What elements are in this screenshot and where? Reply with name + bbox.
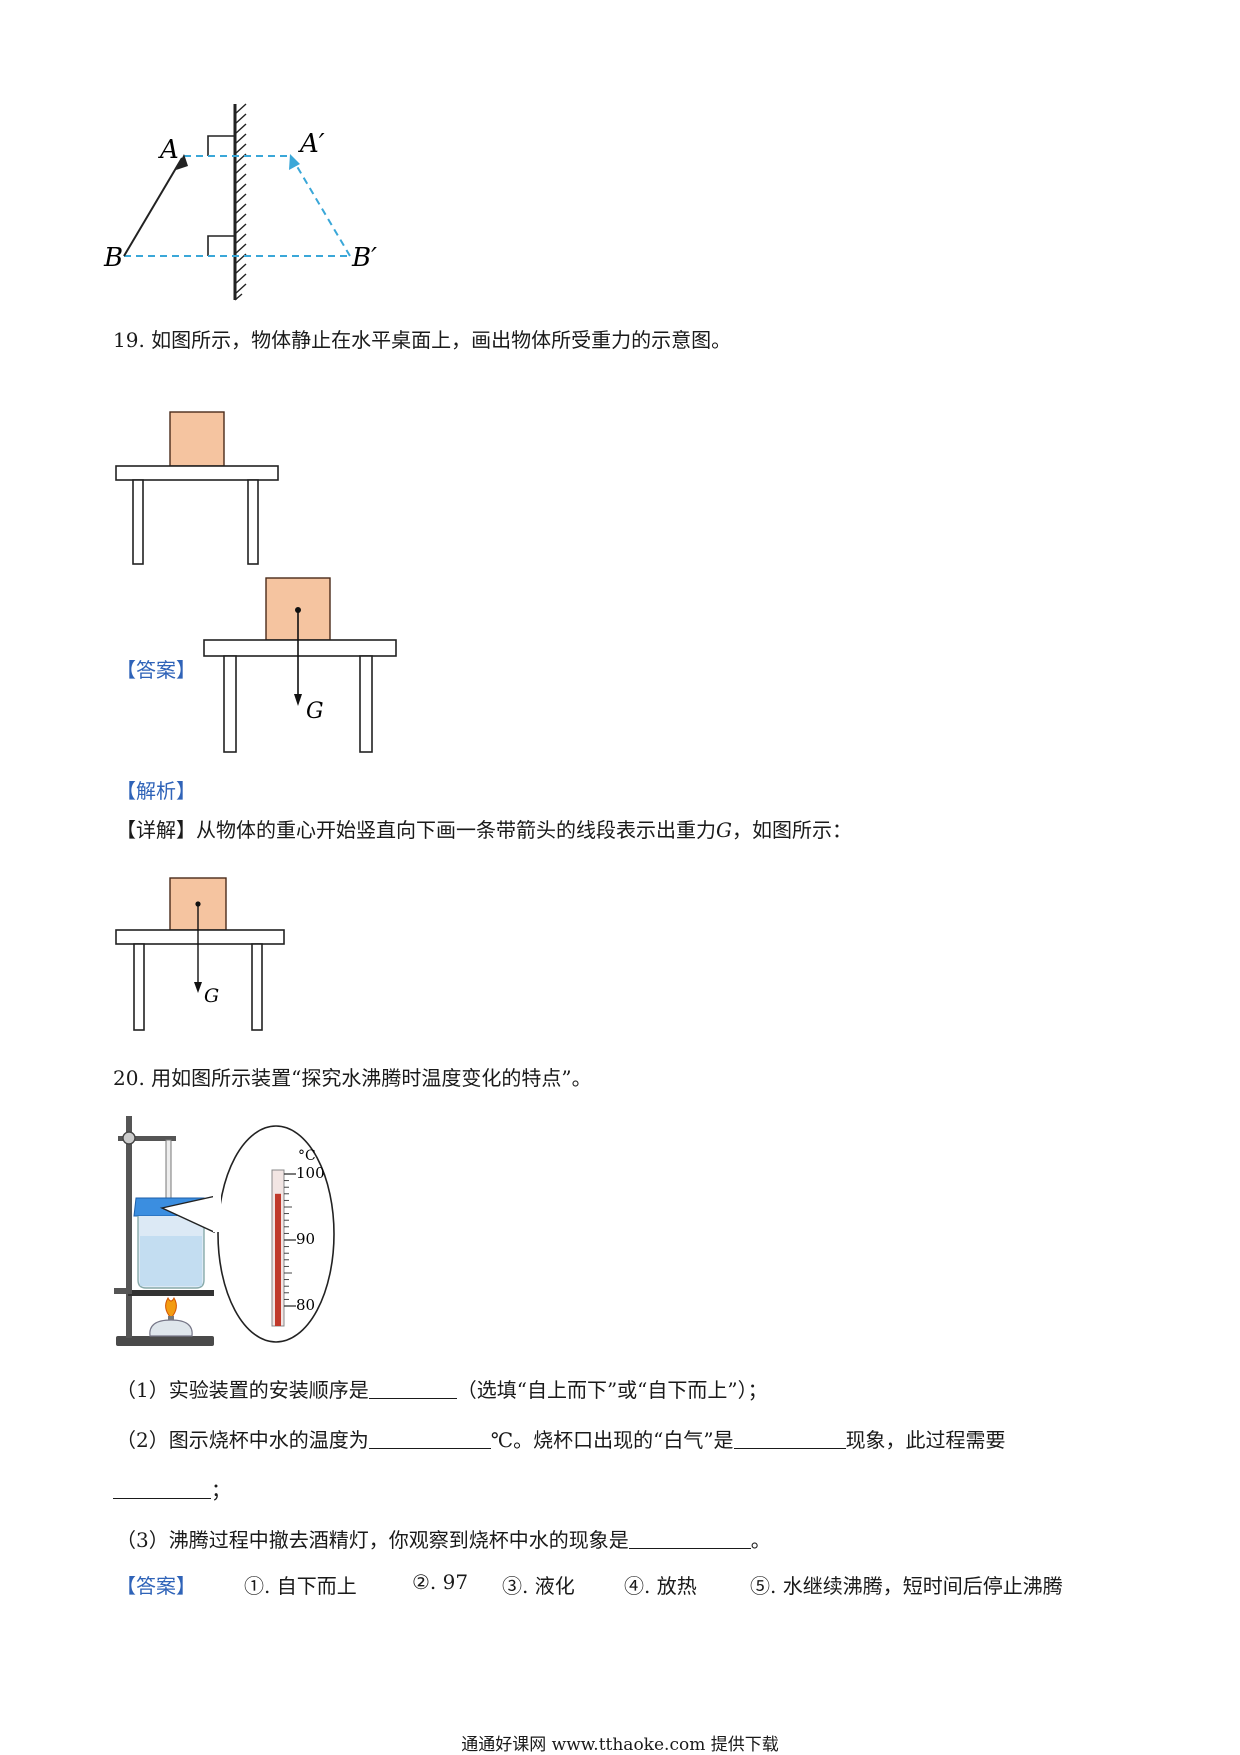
- q20-sub3-blank[interactable]: [628, 1528, 751, 1549]
- q19-detail: 【详解】从物体的重心开始竖直向下画一条带箭头的线段表示出重力G，如图所示：: [116, 818, 852, 842]
- q20-sub1-blank[interactable]: [368, 1378, 457, 1399]
- gravity-label: G: [306, 699, 324, 724]
- object-arrow: [123, 157, 183, 257]
- q20-sub3-text-a: （3）沸腾过程中撤去酒精灯，你观察到烧杯中水的现象是: [116, 1528, 629, 1552]
- q20-answer-2: ②. 97: [412, 1570, 469, 1594]
- label-B: B: [103, 243, 123, 273]
- q19-table-figure: [115, 411, 279, 565]
- wire-gauze: [128, 1290, 214, 1296]
- q20-sub3: （3）沸腾过程中撤去酒精灯，你观察到烧杯中水的现象是 。: [116, 1528, 771, 1552]
- q20-sub2-text-b: ℃。烧杯口出现的“白气”是: [490, 1428, 734, 1452]
- page-footer: 通通好课网 www.tthaoke.com 提供下载: [461, 1735, 779, 1755]
- lamp-wick-holder: [168, 1316, 174, 1322]
- q19-answer-figure: G: [203, 577, 397, 753]
- tick-label-100: 100: [296, 1164, 325, 1182]
- clamp-knob: [122, 1131, 136, 1145]
- q20-sub2-text-d: ；: [211, 1478, 231, 1502]
- question-19: 19. 如图所示，物体静止在水平桌面上，画出物体所受重力的示意图。: [113, 328, 731, 352]
- q20-sub3-text-b: 。: [750, 1528, 771, 1552]
- tick-label-90: 90: [296, 1230, 315, 1248]
- gravity-label: G: [204, 985, 219, 1007]
- q20-answer-1: ①. 自下而上: [244, 1574, 357, 1598]
- q20-sub2-text-a: （2）图示烧杯中水的温度为: [116, 1428, 369, 1452]
- table-leg-right: [247, 479, 259, 565]
- q19-answer-tag: 【答案】: [116, 658, 196, 682]
- flame: [165, 1296, 177, 1319]
- q20-sub2-blank-3[interactable]: [113, 1478, 211, 1499]
- gravity-arrowhead: [194, 982, 202, 993]
- q20-sub2-blank-1[interactable]: [368, 1428, 491, 1449]
- mirror-hatching: [234, 103, 247, 301]
- label-A: A: [158, 135, 179, 165]
- q20-sub2-continued: ；: [113, 1478, 231, 1502]
- question-20: 20. 用如图所示装置“探究水沸腾时温度变化的特点”。: [113, 1066, 592, 1090]
- stand-base: [116, 1336, 214, 1346]
- block: [169, 411, 225, 467]
- tick-label-80: 80: [296, 1296, 315, 1314]
- table-top: [203, 639, 397, 657]
- question-19-text: 如图所示，物体静止在水平桌面上，画出物体所受重力的示意图。: [151, 328, 732, 352]
- question-20-text: 用如图所示装置“探究水沸腾时温度变化的特点”。: [151, 1066, 592, 1090]
- table-leg-left: [223, 655, 237, 753]
- q20-sub2-blank-2[interactable]: [733, 1428, 846, 1449]
- thermometer-unit: °C: [298, 1148, 316, 1164]
- object-arrowhead: [176, 154, 188, 170]
- ring-clamp: [114, 1288, 132, 1294]
- question-20-number: 20.: [113, 1066, 145, 1090]
- thermometer-liquid: [275, 1193, 281, 1326]
- question-19-number: 19.: [113, 328, 145, 352]
- gravity-arrowhead: [294, 694, 302, 706]
- q19-detail-figure: G: [115, 877, 285, 1031]
- q20-sub1: （1）实验装置的安装顺序是 （选填“自上而下”或“自下而上”）；: [116, 1378, 768, 1402]
- virtual-image-line: [291, 157, 351, 257]
- q19-detail-tag: 【详解】: [116, 818, 196, 842]
- water: [140, 1236, 202, 1286]
- stand-rod: [126, 1116, 132, 1338]
- alcohol-lamp: [149, 1319, 193, 1337]
- thermometer-magnified: °C 100 90 80: [271, 1148, 325, 1327]
- q19-detail-text-2: ，如图所示：: [731, 818, 852, 842]
- q19-detail-G: G: [716, 818, 732, 842]
- clamp-arm: [118, 1136, 176, 1141]
- table-leg-left: [133, 943, 145, 1031]
- q20-answer-3: ③. 液化: [502, 1574, 575, 1598]
- q20-sub1-text-b: （选填“自上而下”或“自下而上”）；: [456, 1378, 768, 1402]
- q20-answer-5: ⑤. 水继续沸腾，短时间后停止沸腾: [750, 1574, 1063, 1598]
- table-leg-right: [359, 655, 373, 753]
- virtual-image-arrowhead: [289, 154, 300, 170]
- label-A-prime: A′: [298, 129, 325, 159]
- q19-detail-text-1: 从物体的重心开始竖直向下画一条带箭头的线段表示出重力: [196, 818, 716, 842]
- thermometer-scale: [284, 1173, 296, 1307]
- callout-cover: [213, 1172, 221, 1232]
- q20-answer-4: ④. 放热: [624, 1574, 697, 1598]
- table-leg-left: [132, 479, 144, 565]
- table-top: [115, 465, 279, 481]
- label-B-prime: B′: [351, 243, 377, 273]
- right-angle-mark-top: [207, 135, 235, 156]
- table-leg-right: [251, 943, 263, 1031]
- q20-sub2: （2）图示烧杯中水的温度为 ℃。烧杯口出现的“白气”是 现象，此过程需要: [116, 1428, 1006, 1452]
- q20-answer-tag: 【答案】: [116, 1574, 196, 1598]
- q20-sub2-text-c: 现象，此过程需要: [845, 1428, 1006, 1452]
- q19-analysis-tag: 【解析】: [116, 779, 196, 803]
- mirror-figure: A A′ B B′: [103, 103, 377, 301]
- table-top: [115, 929, 285, 945]
- q20-sub1-text-a: （1）实验装置的安装顺序是: [116, 1378, 369, 1402]
- right-angle-mark-bottom: [207, 235, 235, 256]
